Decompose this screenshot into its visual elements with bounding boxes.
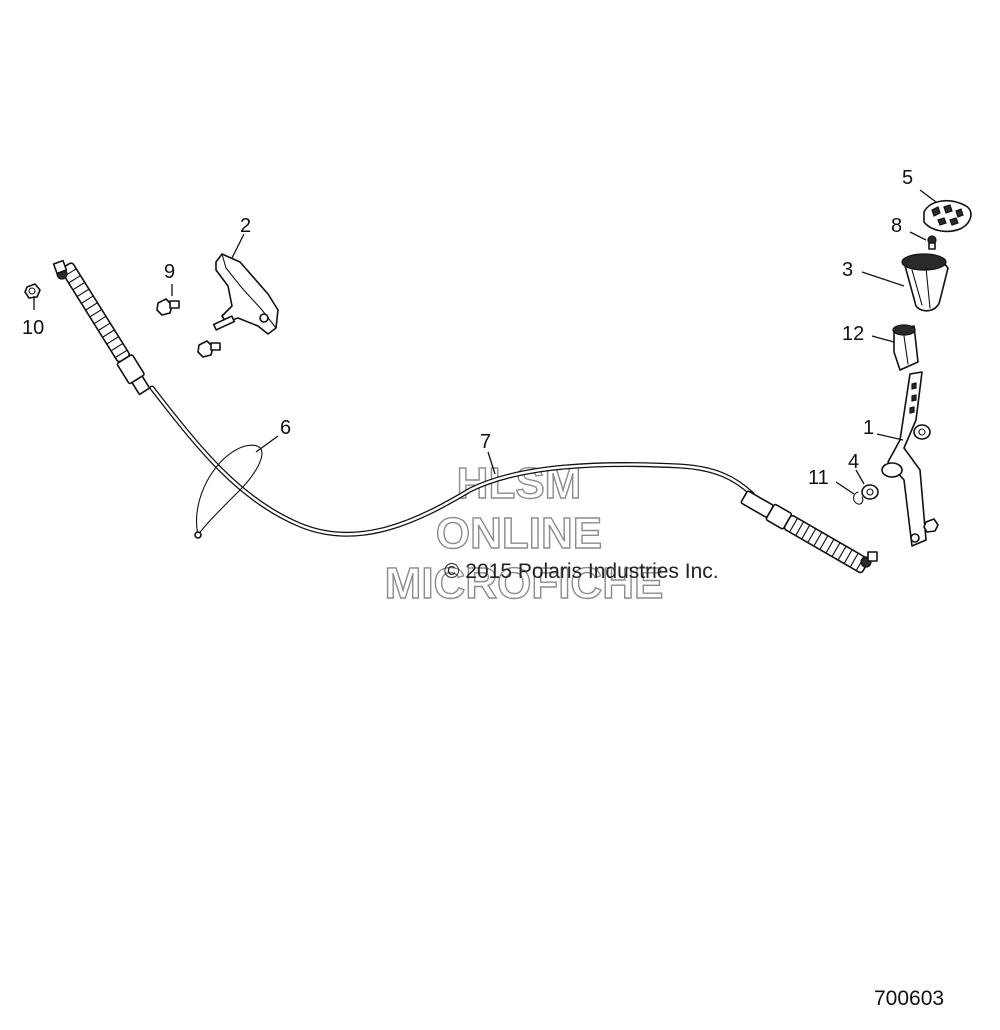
copyright-notice: © 2015 Polaris Industries Inc. [444, 560, 719, 583]
clip-part-11 [852, 491, 864, 505]
callouts: 1 2 3 4 5 6 7 8 9 10 11 12 [22, 167, 913, 489]
cable-end-left [52, 259, 151, 396]
shift-knob-part-3 [901, 253, 949, 312]
diagram-id: 700603 [874, 987, 944, 1010]
callout-6: 6 [280, 417, 291, 439]
nut-part-10 [24, 283, 41, 299]
washer-part-4 [861, 484, 879, 500]
callout-2: 2 [240, 215, 251, 237]
screw-part-8 [927, 235, 937, 250]
leader-lines [33, 189, 937, 495]
watermark-line-2: ONLINE [436, 509, 602, 558]
sleeve-part-12 [892, 324, 919, 371]
callout-10: 10 [22, 317, 44, 339]
callout-3: 3 [842, 259, 853, 281]
bracket-part-2 [212, 253, 279, 335]
knob-cap-part-5 [923, 199, 972, 233]
callout-5: 5 [902, 167, 913, 189]
shift-cable [149, 385, 755, 539]
callout-7: 7 [480, 431, 491, 453]
callout-1: 1 [863, 417, 874, 439]
watermark-line-3: MICROFICHE [385, 559, 664, 608]
shift-lever-part-1 [881, 371, 939, 547]
watermark: HLSM ONLINE MICROFICHE [384, 458, 664, 608]
bolt-part-9 [156, 298, 221, 358]
callout-4: 4 [848, 451, 859, 473]
cable-end-right [740, 490, 878, 574]
callout-12: 12 [842, 323, 864, 345]
callout-8: 8 [891, 215, 902, 237]
callout-11: 11 [808, 467, 829, 489]
callout-9: 9 [164, 261, 175, 283]
